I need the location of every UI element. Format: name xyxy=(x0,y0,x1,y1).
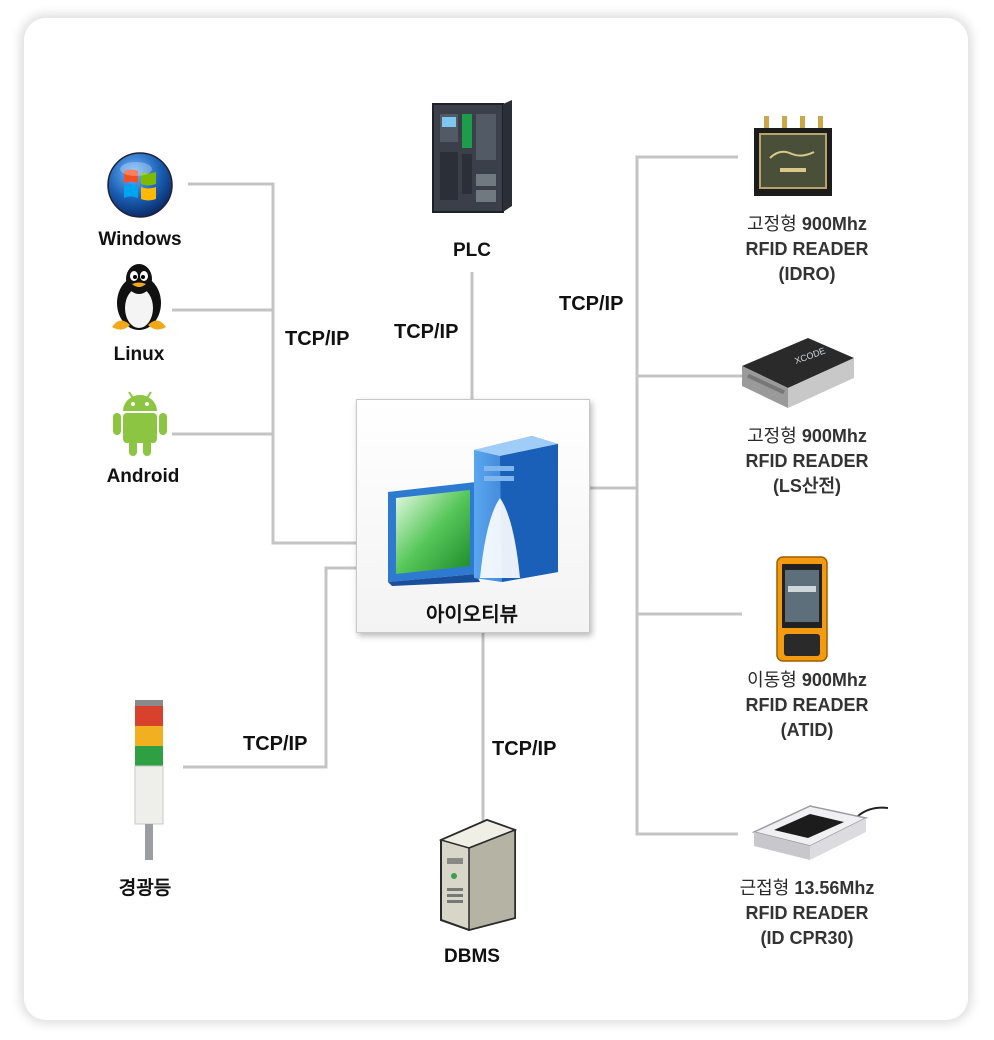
reader-label-cpr30: 근접형 13.56Mhz RFID READER (ID CPR30) xyxy=(702,876,912,951)
rfid-reader-cpr30-icon xyxy=(751,805,888,860)
rfid-reader-idro-icon xyxy=(754,116,832,196)
android-icon xyxy=(113,391,167,456)
windows-label: Windows xyxy=(98,229,182,250)
reader-model: RFID READER xyxy=(745,451,869,471)
plc-label: PLC xyxy=(453,240,491,261)
reader-label-ls: 고정형 900Mhz RFID READER (LS산전) xyxy=(702,424,912,499)
reader-model: RFID READER xyxy=(745,903,869,923)
reader-vendor: (ID CPR30) xyxy=(760,928,854,948)
reader-vendor: (LS산전) xyxy=(772,476,842,496)
light-line xyxy=(183,566,356,769)
reader-bus-line xyxy=(635,155,738,836)
tcpip-label-dbms: TCP/IP xyxy=(492,738,557,760)
hub-computer-icon xyxy=(388,436,558,586)
reader-type: 이동형 xyxy=(747,670,797,690)
reader-label-idro: 고정형 900Mhz RFID READER (IDRO) xyxy=(702,212,912,287)
windows-icon xyxy=(107,152,173,218)
tcpip-label-plc: TCP/IP xyxy=(394,321,459,343)
linux-label: Linux xyxy=(113,344,165,365)
tcpip-label-readers: TCP/IP xyxy=(559,293,624,315)
reader-type: 고정형 xyxy=(747,214,797,234)
light-label: 경광등 xyxy=(118,878,172,899)
warning-light-icon xyxy=(134,700,164,860)
reader-vendor: (IDRO) xyxy=(778,264,836,284)
reader-label-atid: 이동형 900Mhz RFID READER (ATID) xyxy=(702,668,912,743)
linux-tux-icon xyxy=(112,264,166,330)
tcpip-label-light: TCP/IP xyxy=(243,733,308,755)
dbms-label: DBMS xyxy=(444,946,500,967)
reader-vendor: (ATID) xyxy=(780,720,834,740)
rfid-reader-ls-icon: XCODE xyxy=(742,338,854,408)
tcpip-label-clients: TCP/IP xyxy=(285,328,350,350)
client-bus-line xyxy=(188,182,356,545)
reader-type: 근접형 xyxy=(739,878,790,898)
reader-freq: 900Mhz xyxy=(801,426,867,446)
reader-model: RFID READER xyxy=(745,239,869,259)
rfid-reader-atid-icon xyxy=(776,556,828,662)
reader-freq: 13.56Mhz xyxy=(794,878,875,898)
reader-model: RFID READER xyxy=(745,695,869,715)
android-label: Android xyxy=(106,466,180,487)
plc-icon xyxy=(432,100,512,213)
reader-type: 고정형 xyxy=(747,426,797,446)
hub-label: 아이오티뷰 xyxy=(426,604,518,626)
reader-freq: 900Mhz xyxy=(801,214,867,234)
dbms-server-icon xyxy=(438,818,517,932)
reader-freq: 900Mhz xyxy=(801,670,867,690)
